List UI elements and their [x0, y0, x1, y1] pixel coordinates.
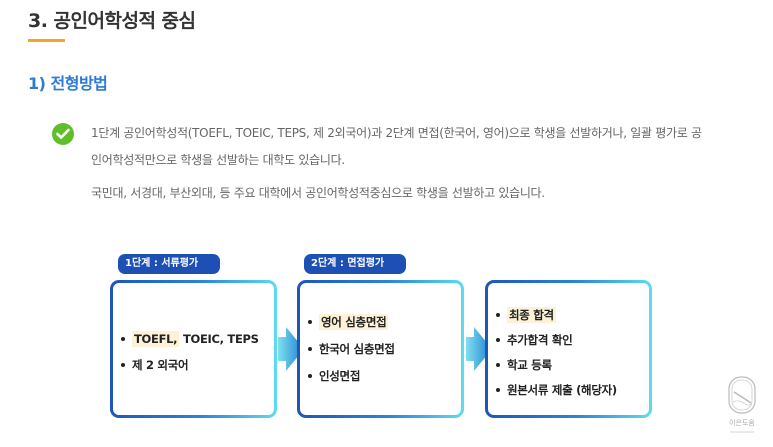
stage3-item-text: 원본서류 제출 (해당자) — [507, 383, 617, 397]
stage2-item-text: 인성면접 — [319, 369, 361, 383]
stage2-box: 영어 심층면접 한국어 심층면접 인성면접 — [297, 280, 464, 418]
bullet-icon — [496, 362, 500, 367]
bullet-icon — [496, 312, 500, 317]
highlight-text: 최종 합격 — [507, 307, 556, 323]
watermark-logo: 이은도움 — [725, 375, 759, 441]
stage3-item: 원본서류 제출 (해당자) — [496, 382, 617, 398]
highlight-text: 영어 심층면접 — [319, 314, 389, 330]
stage3-item: 학교 등록 — [496, 357, 617, 373]
stage3-item: 추가합격 확인 — [496, 332, 617, 348]
stage2-item: 인성면접 — [308, 368, 395, 384]
stage1-item: TOEFL, TOEIC, TEPS — [121, 331, 259, 347]
stage3-item: 최종 합격 — [496, 307, 617, 323]
stage1-item-text: TOEIC, TEPS — [179, 332, 259, 346]
bullet-icon — [496, 387, 500, 392]
bullet-icon — [308, 346, 312, 351]
airplane-window-icon: 이은도움 — [728, 376, 756, 433]
subsection-title: 1) 전형방법 — [28, 74, 108, 93]
bullet-icon — [308, 373, 312, 378]
bullet-icon — [121, 336, 125, 341]
arrow-right-icon — [466, 327, 492, 371]
stage3-item-text: 추가합격 확인 — [507, 333, 573, 347]
stage1-item: 제 2 외국어 — [121, 357, 259, 373]
check-circle-icon — [52, 123, 74, 145]
bullet-icon — [496, 337, 500, 342]
stage1-box: TOEFL, TOEIC, TEPS 제 2 외국어 — [110, 280, 277, 418]
stage1-item-text: 제 2 외국어 — [132, 358, 189, 372]
watermark-text: 이은도움 — [729, 418, 755, 427]
section-title: 3. 공인어학성적 중심 — [28, 10, 196, 32]
bullet-icon — [308, 319, 312, 324]
stage2-item: 영어 심층면접 — [308, 314, 395, 330]
stage2-item: 한국어 심층면접 — [308, 341, 395, 357]
arrow-right-icon — [278, 327, 304, 371]
stage2-item-text: 한국어 심층면접 — [319, 342, 395, 356]
bullet-icon — [121, 362, 125, 367]
stage3-box: 최종 합격 추가합격 확인 학교 등록 원본서류 제출 (해당자) — [485, 280, 652, 418]
description-line-3: 국민대, 서경대, 부산외대, 등 주요 대학에서 공인어학성적중심으로 학생을… — [91, 186, 545, 200]
stage1-badge: 1단계 : 서류평가 — [118, 254, 220, 274]
stage3-item-text: 학교 등록 — [507, 358, 552, 372]
description-line-1: 1단계 공인어학성적(TOEFL, TOEIC, TEPS, 제 2외국어)과 … — [91, 126, 702, 140]
description-line-2: 인어학성적만으로 학생을 선발하는 대학도 있습니다. — [91, 153, 345, 167]
title-underline — [28, 39, 65, 42]
highlight-text: TOEFL, — [132, 331, 180, 347]
stage2-badge: 2단계 : 면접평가 — [304, 254, 406, 274]
